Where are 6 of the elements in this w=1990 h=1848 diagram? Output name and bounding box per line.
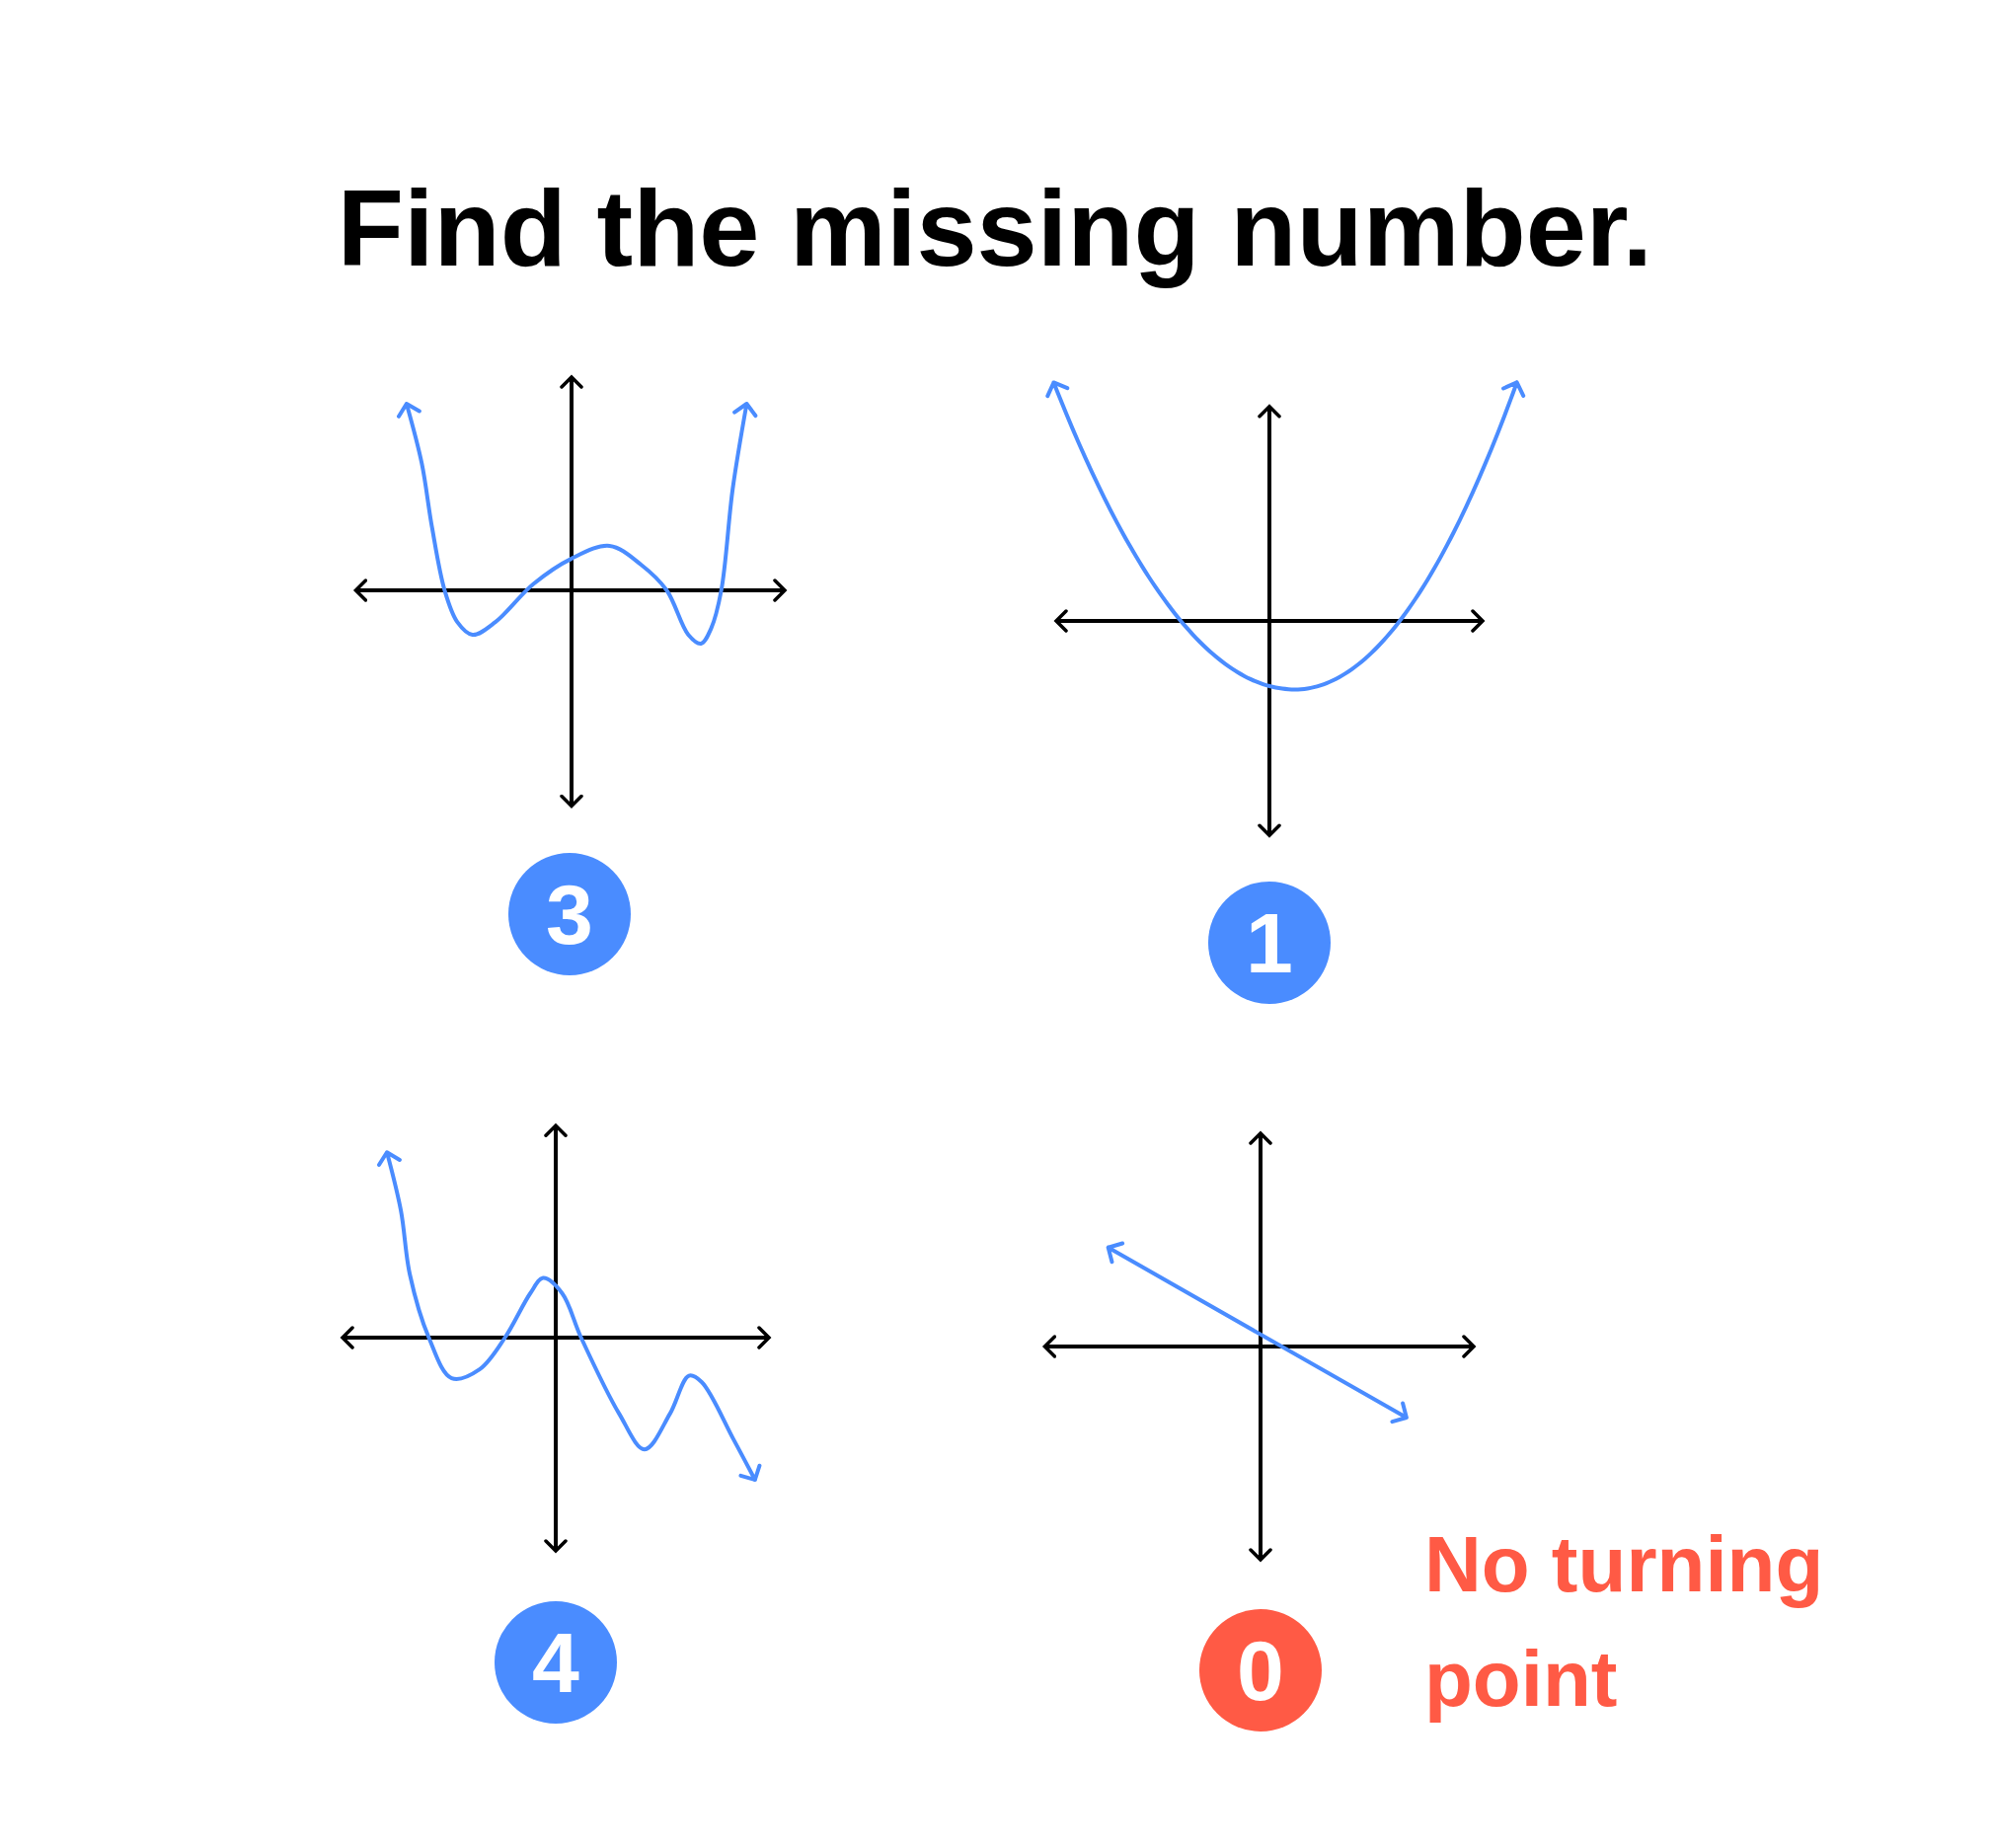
title: Find the missing number. [336, 166, 1654, 290]
number-badge: 4 [495, 1601, 617, 1724]
number-badge: 0 [1199, 1609, 1322, 1732]
annotation-text: No turning point [1424, 1519, 1825, 1725]
number-badge: 1 [1208, 882, 1331, 1004]
number-badge: 3 [508, 853, 631, 975]
